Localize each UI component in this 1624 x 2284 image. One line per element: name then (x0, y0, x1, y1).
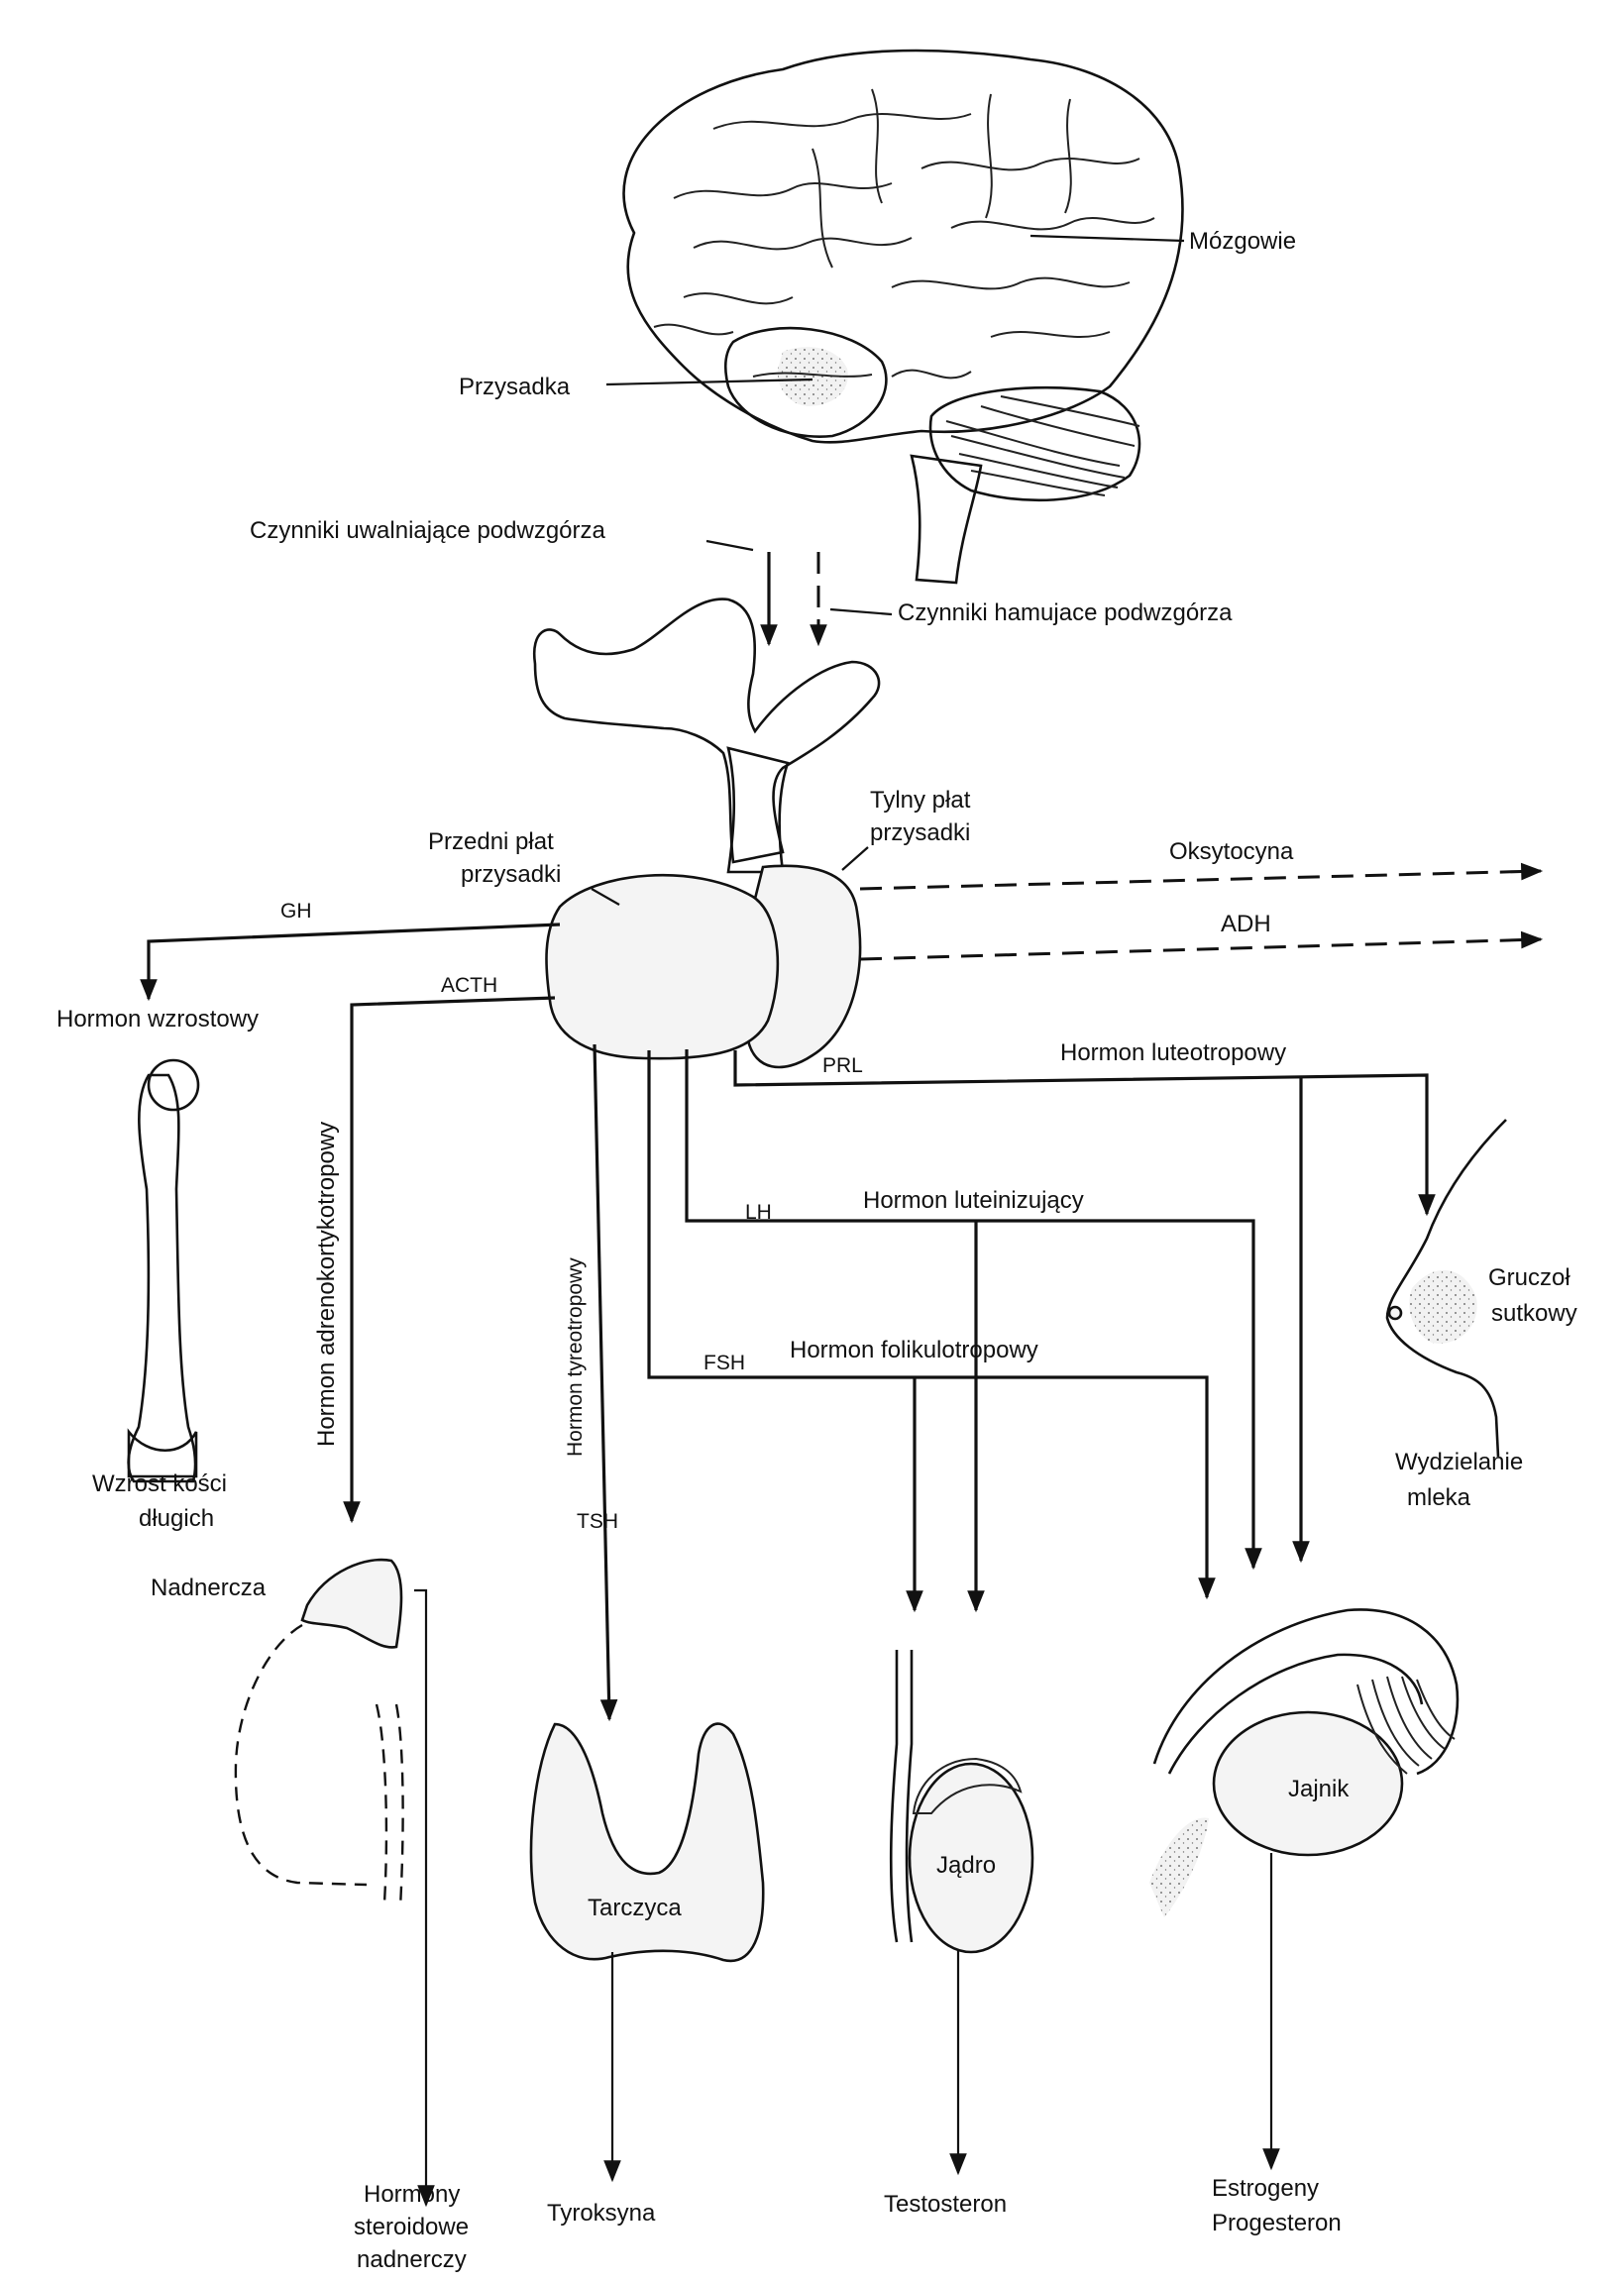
label-bone-1: Wzrost kości (92, 1470, 227, 1497)
pituitary-gland (545, 864, 862, 1069)
label-tsh-name: Hormon tyreotropowy (564, 1257, 587, 1457)
thyroid-illustration (529, 1722, 765, 1963)
label-lh: LH (745, 1201, 772, 1224)
label-pituitary-in-brain: Przysadka (459, 374, 571, 400)
label-milk-2: mleka (1407, 1484, 1471, 1511)
label-fsh-name: Hormon folikulotropowy (790, 1337, 1038, 1363)
label-posterior-lobe-1: Tylny płat (870, 787, 971, 814)
mammary-gland-illustration (1385, 1119, 1507, 1458)
adrenal-kidney-illustration (234, 1558, 404, 1908)
anterior-pituitary-lobe (545, 874, 780, 1060)
label-bone-2: długich (139, 1505, 214, 1532)
brain-illustration (622, 49, 1184, 585)
label-prl-name: Hormon luteotropowy (1060, 1039, 1286, 1066)
label-progesterone: Progesteron (1212, 2210, 1342, 2236)
label-releasing-factors: Czynniki uwalniające podwzgórza (250, 517, 606, 544)
label-brain: Mózgowie (1189, 228, 1296, 255)
label-growth-hormone: Hormon wzrostowy (56, 1006, 259, 1033)
label-tsh: TSH (577, 1510, 618, 1533)
label-testosterone: Testosteron (884, 2191, 1007, 2218)
label-steroid-1: Hormony (364, 2181, 460, 2208)
label-mammary-1: Gruczoł (1488, 1264, 1570, 1291)
label-acth-name: Hormon adrenokortykotropowy (313, 1122, 340, 1447)
label-testis: Jądro (936, 1852, 996, 1879)
testis-illustration (889, 1650, 1034, 1954)
label-mammary-2: sutkowy (1491, 1300, 1577, 1327)
label-thyroxine: Tyroksyna (547, 2200, 656, 2227)
label-gh: GH (280, 900, 312, 923)
label-anterior-lobe-2: przysadki (461, 861, 561, 888)
label-inhibiting-factors: Czynniki hamujace podwzgórza (898, 599, 1233, 626)
label-steroid-3: nadnerczy (357, 2246, 467, 2273)
ovary-illustration (1149, 1608, 1460, 1917)
label-lh-name: Hormon luteinizujący (863, 1187, 1084, 1214)
label-posterior-lobe-2: przysadki (870, 819, 970, 846)
label-adh: ADH (1221, 911, 1271, 937)
hypothalamus-stalk (532, 598, 881, 874)
label-acth: ACTH (441, 974, 497, 997)
label-adrenal: Nadnercza (151, 1575, 267, 1601)
label-estrogens: Estrogeny (1212, 2175, 1319, 2202)
long-bone-illustration (127, 1058, 200, 1483)
label-steroid-2: steroidowe (354, 2214, 469, 2240)
label-fsh: FSH (704, 1352, 745, 1374)
label-oxytocin: Oksytocyna (1169, 838, 1294, 865)
label-anterior-lobe-1: Przedni płat (428, 828, 554, 855)
label-thyroid: Tarczyca (588, 1895, 682, 1921)
label-prl: PRL (822, 1054, 863, 1077)
label-ovary: Jajnik (1288, 1776, 1350, 1802)
label-milk-1: Wydzielanie (1395, 1449, 1523, 1475)
